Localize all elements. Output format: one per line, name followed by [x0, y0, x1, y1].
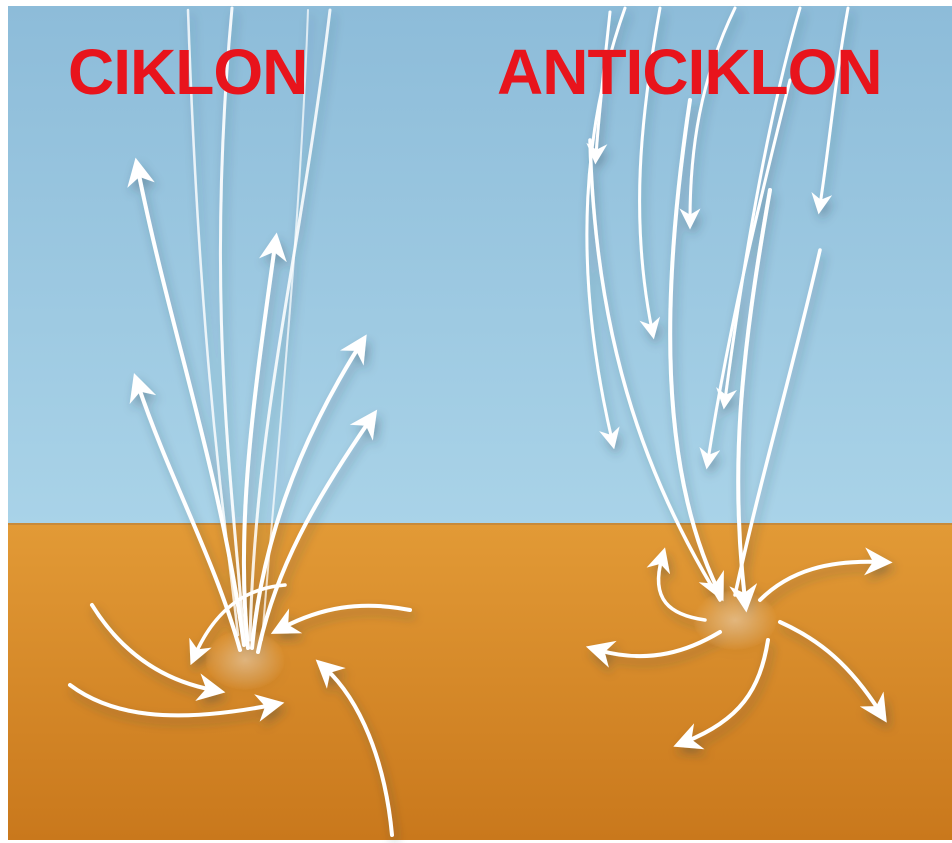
- anticyclone-label: ANTICIKLON: [497, 40, 882, 104]
- cyclone-label: CIKLON: [68, 40, 307, 104]
